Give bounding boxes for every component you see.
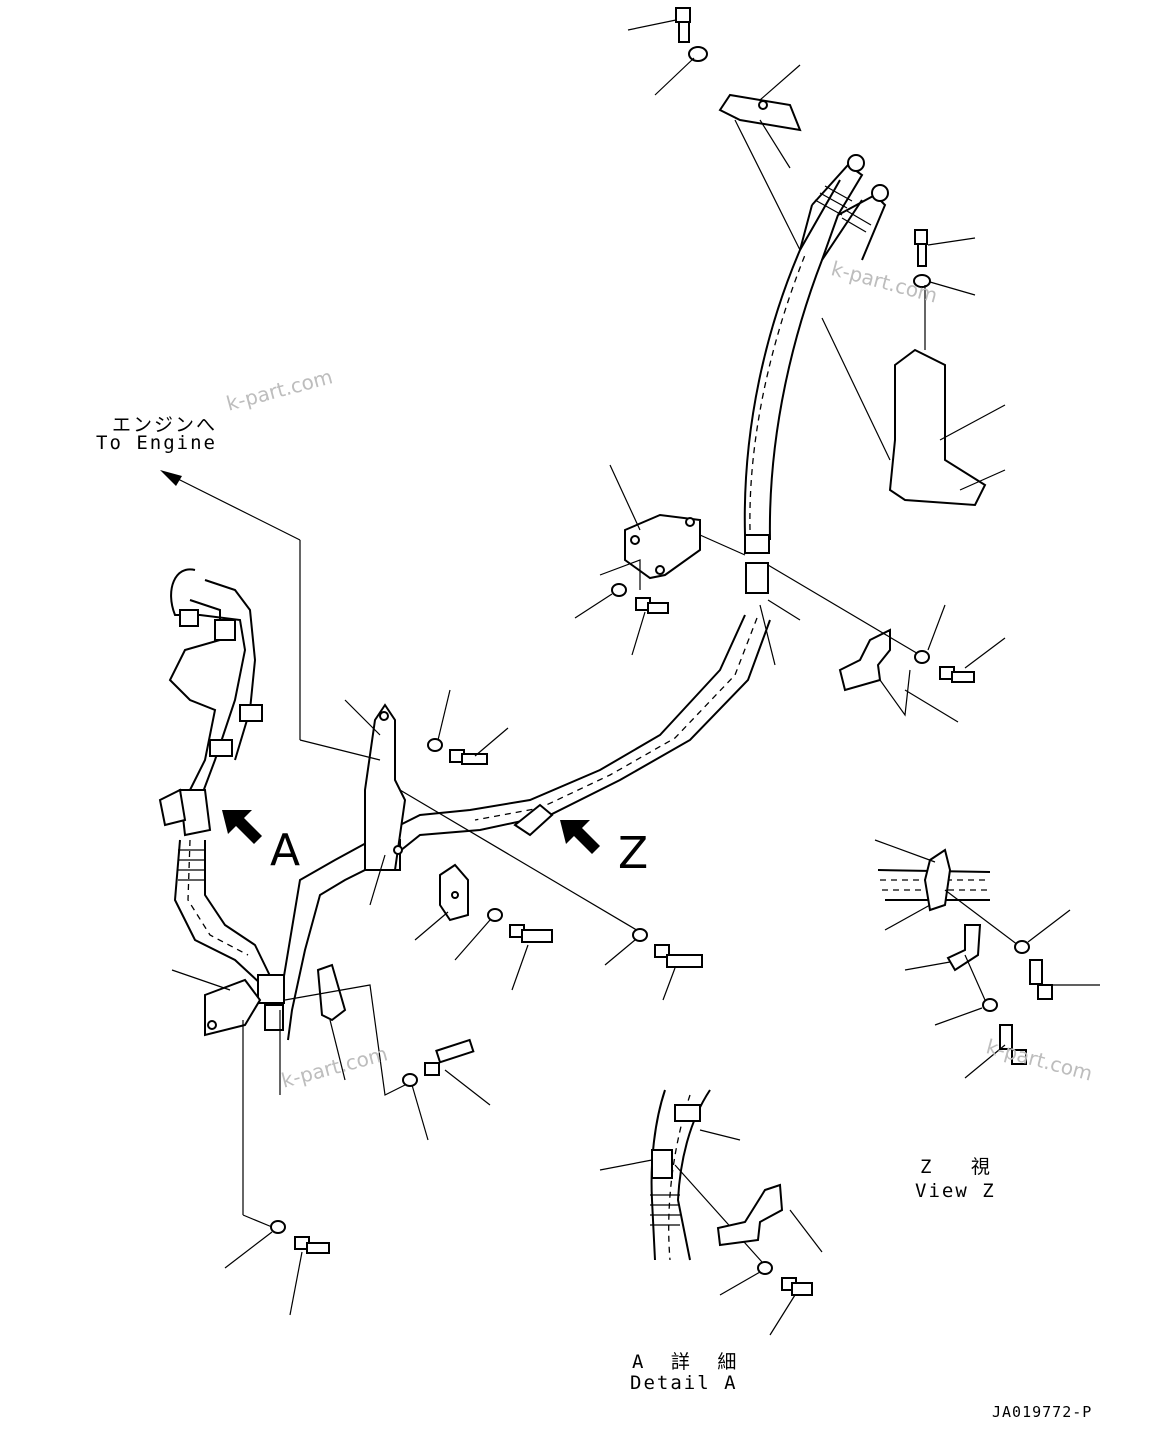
top-clamp-group <box>627 7 802 251</box>
detail-a-label-jp: A 詳 細 <box>632 1351 745 1373</box>
view-z-label-en: View Z <box>915 1180 996 1202</box>
detail-a-inset <box>599 1089 823 1336</box>
view-arrow-a <box>222 810 262 844</box>
view-z-inset <box>874 839 1100 1079</box>
right-bracket-group <box>821 229 1006 507</box>
to-engine-label-jp: エンジンへ <box>112 414 218 436</box>
drawing-number: JA019772-P <box>992 1403 1093 1421</box>
view-arrow-z <box>560 820 600 854</box>
lower-center-hardware <box>399 789 703 1001</box>
right-clip-group <box>767 564 1006 723</box>
mid-bracket-group <box>574 464 801 666</box>
to-engine-arrow <box>160 470 301 541</box>
center-bracket-group <box>299 540 509 906</box>
upper-hose-assembly <box>743 154 889 594</box>
detail-a-label-en: Detail A <box>630 1372 738 1394</box>
arrow-a-label: A <box>270 825 301 876</box>
lower-left-hardware <box>171 963 491 1316</box>
left-hose-assembly <box>158 568 285 1031</box>
center-hose-run <box>274 614 771 1041</box>
to-engine-label-en: To Engine <box>96 432 217 454</box>
view-z-label-jp: Z 視 <box>920 1156 1004 1178</box>
arrow-z-label: Z <box>618 828 649 879</box>
